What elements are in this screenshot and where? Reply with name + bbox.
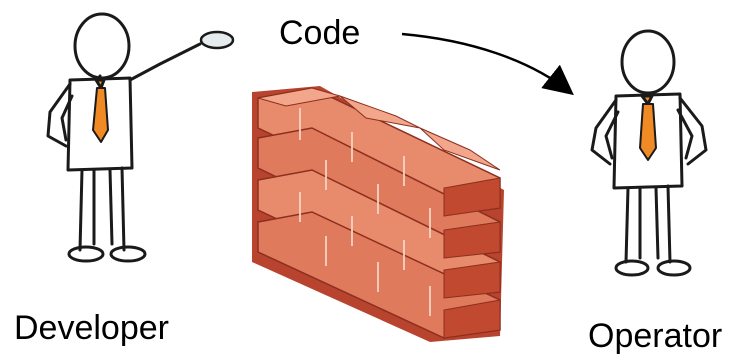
code-label: Code (279, 14, 361, 52)
operator-label: Operator (588, 317, 723, 355)
code-arrow (401, 32, 574, 96)
brick-wall-icon (252, 86, 504, 342)
developer-figure (46, 12, 202, 263)
operator-figure (590, 29, 708, 277)
developer-label: Developer (14, 309, 169, 347)
speech-bubble-icon (199, 30, 235, 50)
